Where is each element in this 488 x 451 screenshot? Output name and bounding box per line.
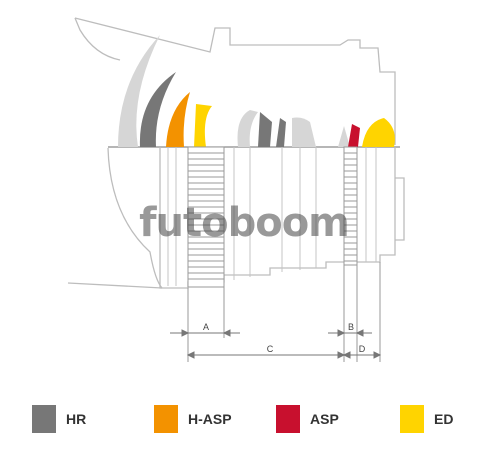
h-asp-element: [166, 92, 190, 147]
dimension-a-label: A: [203, 322, 209, 332]
ed-element-1: [194, 104, 212, 147]
legend-swatch-h-asp: [154, 405, 178, 433]
lens-hood-left-edge: [74, 17, 121, 61]
dimension-b-label: B: [348, 322, 354, 332]
hr-element-3: [276, 118, 286, 147]
hr-element-1: [139, 72, 176, 147]
legend: HR H-ASP ASP ED: [32, 405, 472, 433]
lens-element-front: [118, 35, 160, 147]
dimension-d-label: D: [359, 344, 366, 354]
lens-element-rear-1: [338, 126, 350, 147]
hr-element-2: [258, 112, 272, 147]
legend-swatch-ed: [400, 405, 424, 433]
lens-hood-outline: [74, 17, 396, 145]
aperture-ring-knurled: [343, 146, 358, 266]
focus-ring-knurled: [187, 146, 225, 288]
lens-element-group-mid-1: [237, 110, 258, 147]
asp-element: [348, 124, 360, 147]
mount-flange: [395, 177, 405, 241]
dimension-c-label: C: [267, 344, 274, 354]
dimension-a: [170, 329, 240, 337]
dimension-d: [342, 351, 382, 359]
legend-label-asp: ASP: [310, 411, 339, 427]
legend-label-ed: ED: [434, 411, 454, 427]
legend-swatch-asp: [276, 405, 300, 433]
dimension-b: [328, 329, 372, 337]
dimension-extension-lines: [187, 262, 381, 362]
barrel-ring-lines: [167, 147, 377, 286]
legend-swatch-hr: [32, 405, 56, 433]
legend-label-hr: HR: [66, 411, 87, 427]
lens-hood-front-line: [67, 282, 163, 289]
ed-element-2: [362, 118, 395, 147]
dimension-c: [186, 351, 346, 359]
lens-element-group-mid-2: [292, 117, 316, 147]
lens-hood-lower: [107, 147, 163, 289]
legend-label-h-asp: H-ASP: [188, 411, 232, 427]
